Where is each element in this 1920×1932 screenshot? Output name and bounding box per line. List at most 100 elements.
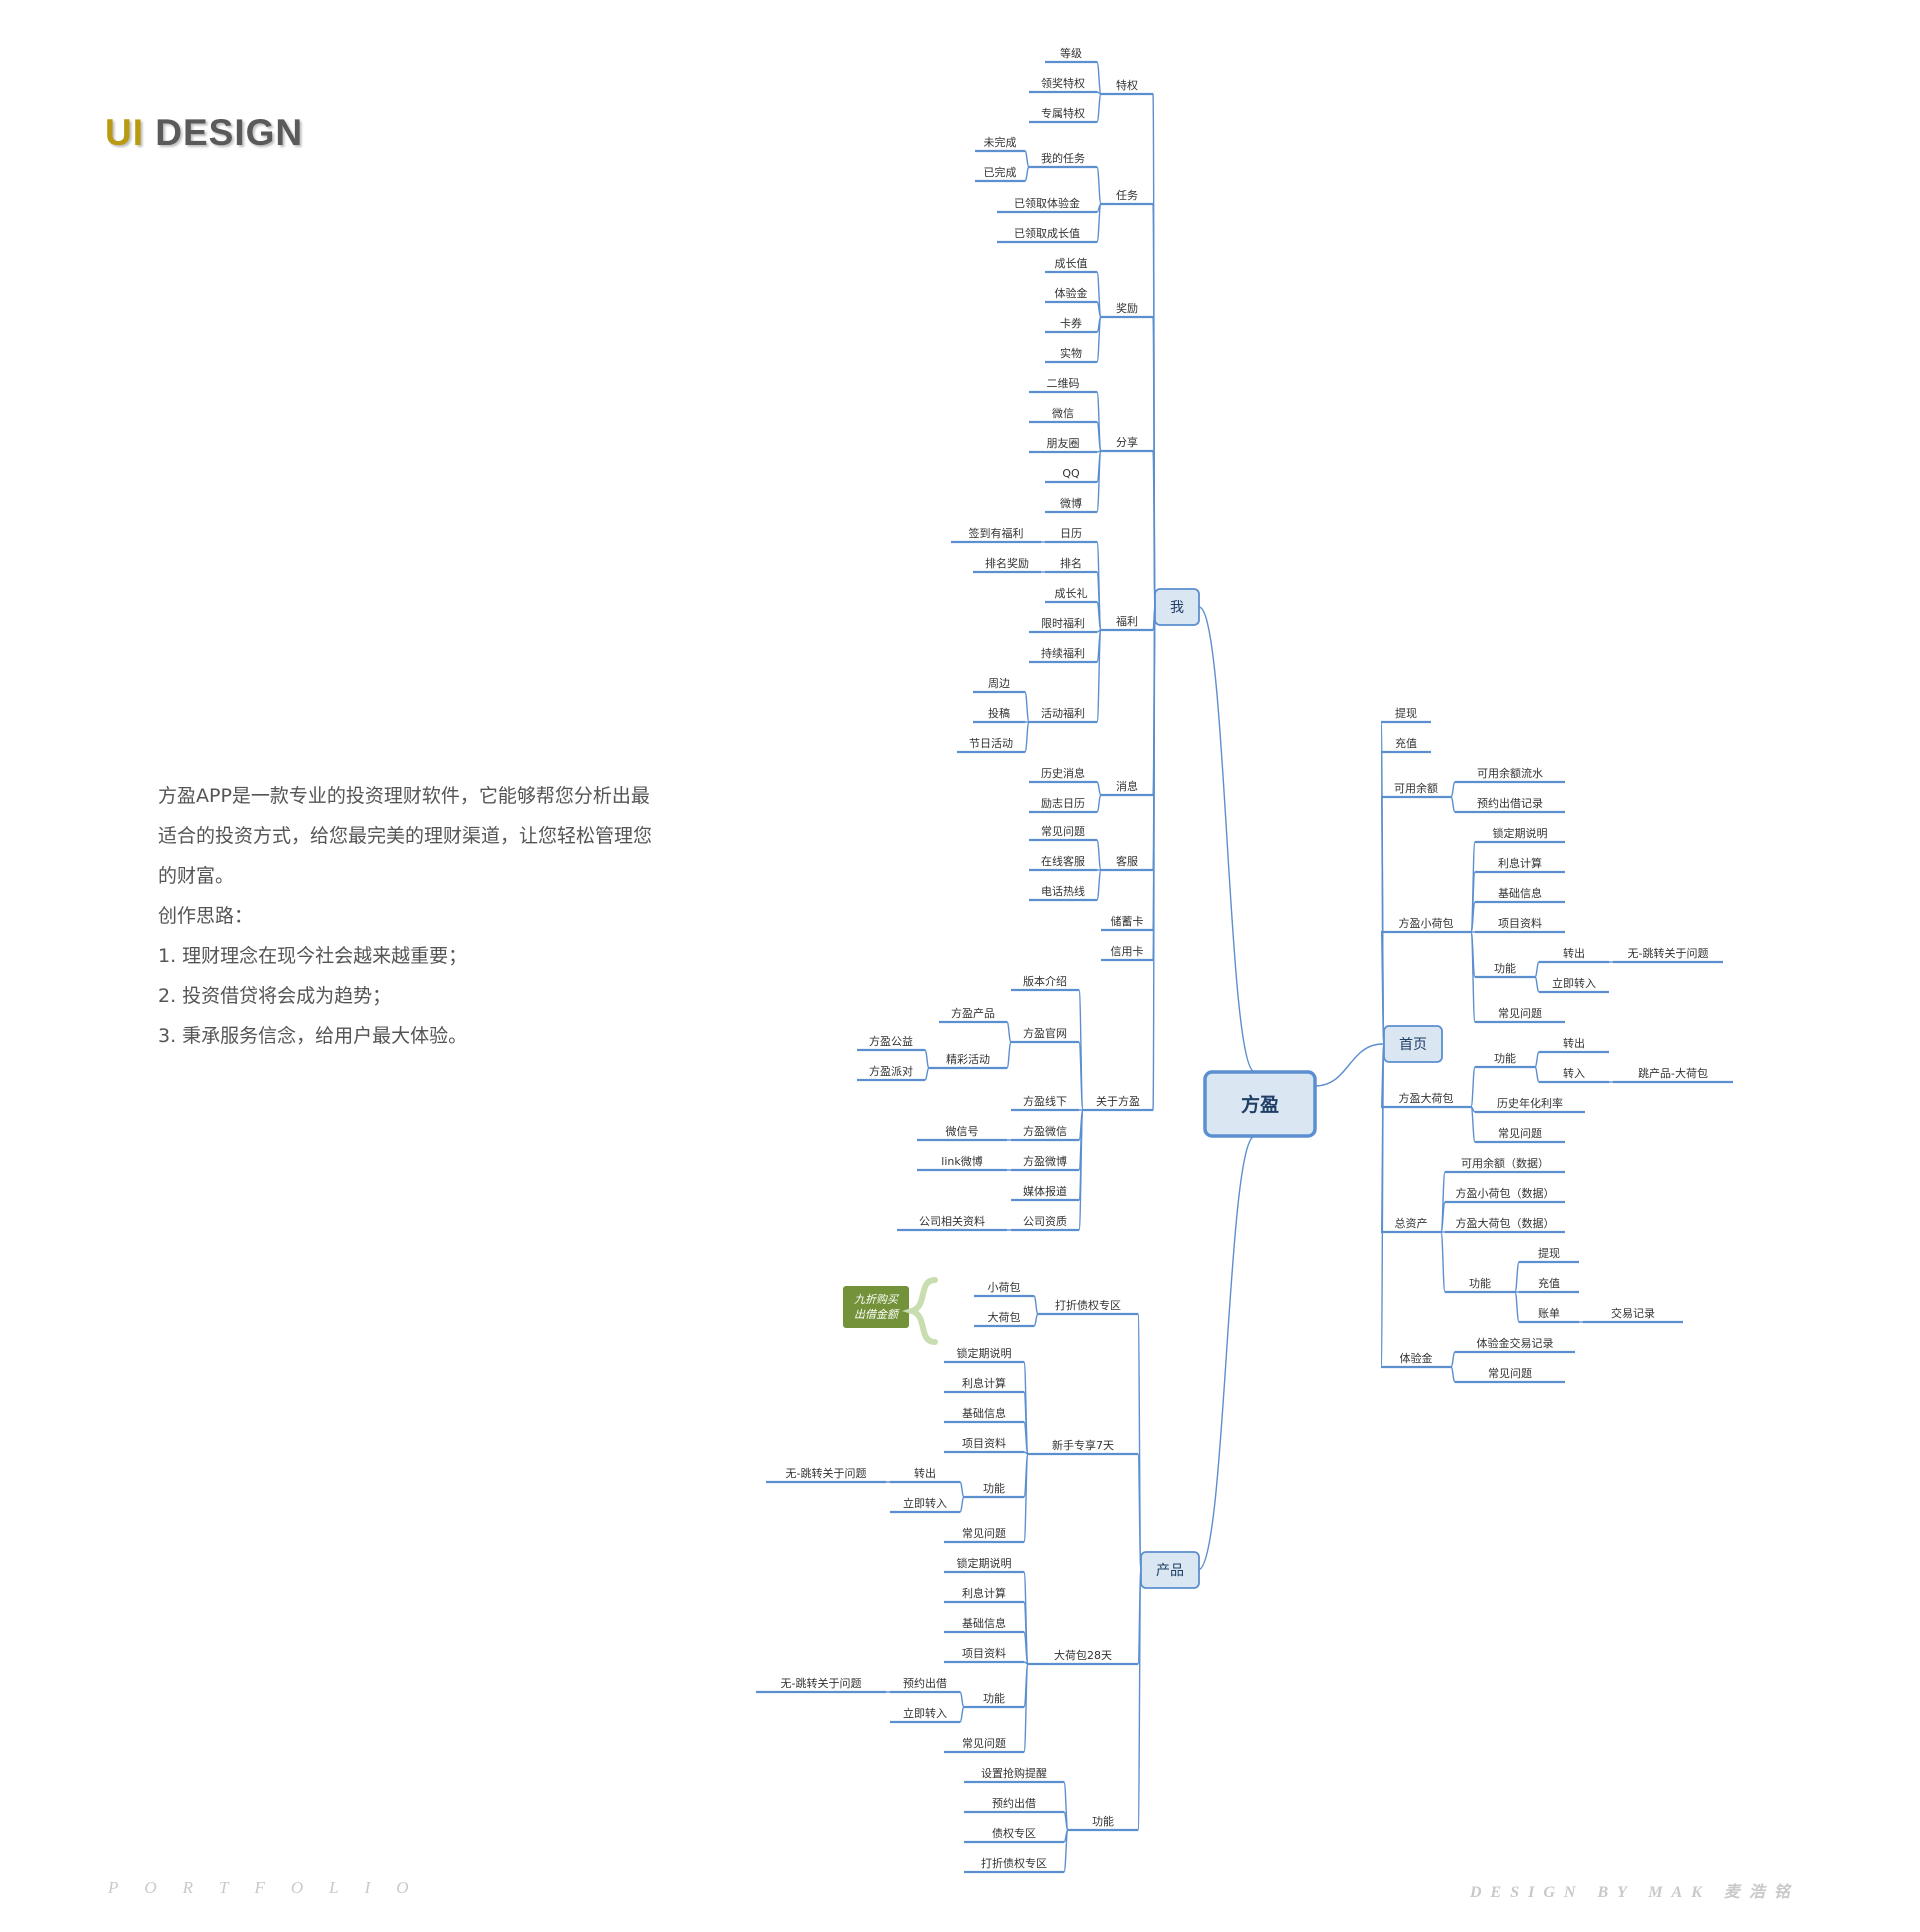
connector bbox=[1024, 721, 1030, 753]
connector bbox=[1006, 1041, 1012, 1069]
connector bbox=[1534, 1066, 1540, 1083]
mindmap-node: 活动福利 bbox=[1041, 706, 1085, 720]
mindmap-node: 立即转入 bbox=[1552, 976, 1596, 990]
mindmap-node: 福利 bbox=[1116, 614, 1138, 628]
connector bbox=[924, 1049, 930, 1069]
connector bbox=[1024, 150, 1030, 168]
mindmap-node: 常见问题 bbox=[1041, 825, 1085, 838]
mindmap-node: 预约出借 bbox=[903, 1676, 947, 1690]
mindmap-node: 转出 bbox=[1563, 946, 1585, 960]
connector bbox=[1096, 601, 1102, 631]
mindmap-node: 信用卡 bbox=[1111, 945, 1144, 958]
mindmap-node: 体验金 bbox=[1400, 1351, 1433, 1365]
connector bbox=[1096, 61, 1102, 95]
connector bbox=[1096, 869, 1102, 901]
mindmap-node: 投稿 bbox=[988, 706, 1010, 720]
connector bbox=[1096, 166, 1102, 205]
connector bbox=[959, 1706, 965, 1723]
mindmap-node: 方盈公益 bbox=[869, 1034, 913, 1048]
mindmap-node: 排名奖励 bbox=[985, 556, 1029, 570]
connector bbox=[1023, 1663, 1029, 1753]
connector bbox=[1033, 1313, 1039, 1327]
mindmap-node: 债权专区 bbox=[992, 1826, 1036, 1840]
mindmap-node: 方盈微博 bbox=[1023, 1154, 1067, 1168]
mindmap-node: 账单 bbox=[1538, 1307, 1560, 1320]
mindmap-node: 常见问题 bbox=[1498, 1007, 1542, 1020]
mindmap-node: 总资产 bbox=[1395, 1216, 1428, 1230]
mindmap-node: 可用余额 bbox=[1394, 781, 1438, 795]
mindmap-node: 方盈微信 bbox=[1023, 1124, 1067, 1138]
mindmap-node: 常见问题 bbox=[1498, 1127, 1542, 1140]
annotation-brace bbox=[901, 1277, 938, 1345]
mindmap-node: 提现 bbox=[1538, 1247, 1560, 1260]
mindmap-node: 常见问题 bbox=[962, 1527, 1006, 1540]
connector bbox=[1096, 781, 1102, 796]
connector bbox=[1152, 606, 1156, 1111]
branch-product-label: 产品 bbox=[1156, 1563, 1184, 1579]
description-line: 创作思路： bbox=[158, 905, 254, 927]
mindmap-node: 基础信息 bbox=[962, 1616, 1006, 1630]
mindmap-node: 励志日历 bbox=[1041, 797, 1085, 810]
connector bbox=[1450, 796, 1456, 813]
connector bbox=[1137, 1453, 1142, 1571]
connector bbox=[1470, 1066, 1476, 1108]
mindmap-node: 奖励 bbox=[1116, 301, 1138, 315]
mindmap-node: 新手专享7天 bbox=[1052, 1438, 1114, 1452]
mindmap-node: 功能 bbox=[1469, 1276, 1491, 1290]
mindmap-node: 锁定期说明 bbox=[1493, 826, 1548, 840]
connector bbox=[1152, 450, 1156, 608]
mindmap-node: 公司相关资料 bbox=[919, 1214, 985, 1228]
mindmap-node: 可用余额流水 bbox=[1477, 766, 1543, 780]
connector bbox=[924, 1067, 930, 1081]
mindmap-node: 项目资料 bbox=[962, 1436, 1006, 1450]
mindmap-node: 签到有福利 bbox=[969, 526, 1024, 540]
mindmap-node: 特权 bbox=[1116, 78, 1138, 92]
mindmap-node: 大荷包 bbox=[988, 1310, 1021, 1324]
mindmap-node: 卡券 bbox=[1060, 316, 1082, 330]
mindmap-node: 公司资质 bbox=[1023, 1215, 1067, 1228]
mindmap-node: 微博 bbox=[1060, 496, 1082, 510]
branch-home-label: 首页 bbox=[1399, 1037, 1427, 1053]
mindmap-node: 利息计算 bbox=[962, 1376, 1006, 1390]
mindmap-node: 朋友圈 bbox=[1047, 436, 1080, 450]
mindmap-node: 转出 bbox=[1563, 1036, 1585, 1050]
mindmap-node: 设置抢购提醒 bbox=[981, 1766, 1047, 1780]
mindmap-node: 任务 bbox=[1116, 189, 1138, 202]
connector bbox=[1006, 1021, 1012, 1043]
mindmap-node: 消息 bbox=[1116, 779, 1138, 793]
mindmap-node: 未完成 bbox=[984, 135, 1017, 149]
mindmap-node: 利息计算 bbox=[1498, 856, 1542, 870]
mindmap-node: 锁定期说明 bbox=[957, 1346, 1012, 1360]
mindmap-node: 微信号 bbox=[946, 1124, 979, 1138]
mindmap-node: 历史消息 bbox=[1041, 766, 1085, 780]
connector bbox=[1450, 1351, 1456, 1368]
brand-design: DESIGN bbox=[155, 112, 304, 153]
mindmap-node: 节日活动 bbox=[969, 737, 1013, 750]
connector bbox=[1470, 901, 1476, 933]
description-line: 1. 理财理念在现今社会越来越重要； bbox=[158, 945, 468, 967]
mindmap-node: 可用余额（数据） bbox=[1461, 1156, 1549, 1170]
connector bbox=[1514, 1291, 1520, 1323]
mindmap-node: 持续福利 bbox=[1041, 646, 1085, 660]
mindmap-node: 方盈大荷包（数据） bbox=[1456, 1216, 1555, 1230]
mindmap-node: 跳产品-大荷包 bbox=[1638, 1066, 1708, 1080]
mindmap-node: 转出 bbox=[914, 1466, 936, 1480]
mindmap-node: 无-跳转关于问题 bbox=[786, 1466, 867, 1480]
root-node-label: 方盈 bbox=[1241, 1093, 1279, 1116]
mindmap-node: 已领取成长值 bbox=[1014, 227, 1080, 240]
mindmap-node: 充值 bbox=[1538, 1276, 1560, 1290]
brand-ui: UI bbox=[105, 112, 144, 153]
connector bbox=[1033, 1295, 1039, 1315]
connector bbox=[1063, 1829, 1069, 1873]
connector bbox=[959, 1496, 965, 1513]
mindmap-node: 方盈大荷包 bbox=[1399, 1091, 1454, 1105]
mindmap-node: 常见问题 bbox=[1488, 1367, 1532, 1380]
connector bbox=[1534, 1051, 1540, 1068]
mindmap-node: 二维码 bbox=[1047, 377, 1080, 390]
mindmap-node: 项目资料 bbox=[1498, 916, 1542, 930]
description-line: 2. 投资借贷将会成为趋势； bbox=[158, 985, 392, 1007]
connector bbox=[1440, 1231, 1446, 1293]
mindmap-node: 体验金交易记录 bbox=[1477, 1336, 1554, 1350]
connector bbox=[1450, 781, 1456, 798]
connector bbox=[1078, 1109, 1084, 1231]
